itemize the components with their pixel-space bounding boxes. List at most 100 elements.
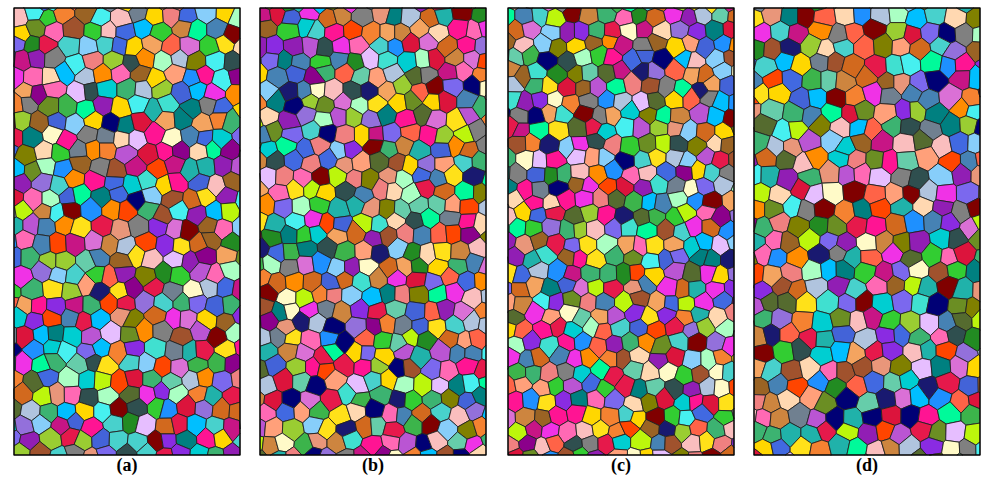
grain-cell	[847, 437, 868, 455]
grain-cell	[116, 443, 137, 455]
grain-cell	[332, 36, 350, 54]
grain-cell	[42, 279, 63, 299]
grain-cell	[481, 289, 486, 303]
grain-cell	[972, 27, 980, 43]
grain-cell	[532, 150, 547, 169]
grain-cell	[69, 139, 87, 158]
grain-cell	[479, 21, 487, 38]
grain-cell	[566, 149, 586, 165]
grain-cell	[320, 447, 336, 455]
grain-cell	[754, 439, 773, 455]
grain-cell	[729, 94, 734, 111]
grain-cell	[125, 369, 143, 388]
grain-cell	[50, 232, 67, 254]
grain-cell	[14, 128, 23, 147]
grain-cell	[952, 277, 973, 300]
grain-cell	[641, 253, 660, 269]
grain-cell	[948, 298, 968, 314]
grain-cell	[659, 420, 676, 436]
grain-cell	[49, 382, 64, 406]
grain-cell	[881, 439, 899, 455]
grain-cell	[850, 134, 871, 154]
grain-cell	[426, 76, 444, 95]
grain-cell	[972, 310, 980, 330]
grain-cell	[961, 404, 980, 425]
grain-cell	[675, 279, 689, 299]
grain-cell	[802, 68, 821, 90]
panel-border	[754, 8, 980, 455]
grain-cell	[688, 333, 707, 352]
grain-cell	[959, 438, 976, 455]
grain-cell	[719, 393, 734, 411]
grain-cell	[967, 198, 980, 218]
grain-cell	[34, 140, 53, 159]
grain-cell	[712, 265, 729, 284]
grain-cell	[352, 150, 371, 172]
grain-cell	[542, 451, 558, 455]
grain-cell	[411, 257, 428, 273]
grain-cell	[224, 50, 240, 71]
grain-cell	[168, 173, 188, 193]
grain-cell	[26, 20, 46, 38]
grain-cell	[641, 78, 660, 94]
panel-label: (a)	[117, 455, 138, 476]
grain-cell	[754, 164, 761, 185]
grain-cell	[703, 75, 720, 91]
panel-border	[508, 8, 734, 455]
grain-cell	[523, 449, 539, 455]
grain-cell	[223, 443, 240, 456]
grain-cell	[379, 314, 395, 334]
grain-cell	[420, 448, 437, 455]
grain-cell	[195, 247, 217, 265]
grain-cell	[232, 306, 240, 325]
grain-cell	[721, 445, 734, 455]
grain-cell	[292, 311, 310, 332]
grain-cell	[355, 240, 373, 260]
grain-cell	[653, 450, 672, 455]
grain-cell	[402, 328, 419, 347]
grain-cell	[273, 368, 293, 393]
grain-cell	[909, 260, 930, 279]
grain-cell	[670, 135, 688, 152]
grain-cell	[453, 449, 469, 455]
grain-cell	[571, 136, 589, 151]
grain-cell	[695, 232, 713, 250]
grain-cell	[975, 152, 980, 166]
grain-cell	[460, 199, 479, 215]
grain-cell	[79, 370, 96, 390]
grain-cell	[704, 249, 721, 267]
grain-cell	[588, 450, 606, 455]
grain-cell	[522, 388, 539, 410]
grain-cell	[415, 49, 430, 68]
grain-cell	[650, 120, 668, 137]
grain-cell	[621, 218, 638, 236]
grain-cell	[430, 143, 451, 158]
grain-cell	[819, 159, 839, 183]
grain-cell	[119, 354, 140, 371]
grain-cell	[910, 385, 929, 408]
grain-cell	[63, 16, 85, 39]
grain-cell	[64, 444, 85, 455]
grain-cell	[942, 440, 960, 455]
grain-cell	[480, 81, 486, 97]
grain-cell	[473, 416, 486, 437]
grain-cell	[409, 286, 429, 304]
grain-cell	[469, 444, 486, 455]
grain-cell	[137, 443, 157, 456]
grain-cell	[463, 310, 480, 332]
panel-border	[14, 8, 240, 455]
grain-cell	[672, 448, 689, 456]
grain-cell	[361, 47, 379, 70]
grain-cell	[754, 378, 770, 396]
grain-cell	[413, 225, 431, 245]
grain-cell	[604, 245, 624, 266]
grain-cell	[754, 200, 765, 219]
grain-cell	[670, 248, 689, 263]
grain-cell	[374, 445, 391, 455]
grain-cell	[304, 447, 322, 455]
grain-cell	[830, 308, 851, 327]
grain-cell	[630, 291, 651, 307]
grain-cell	[911, 448, 927, 455]
grain-cell	[260, 193, 275, 216]
